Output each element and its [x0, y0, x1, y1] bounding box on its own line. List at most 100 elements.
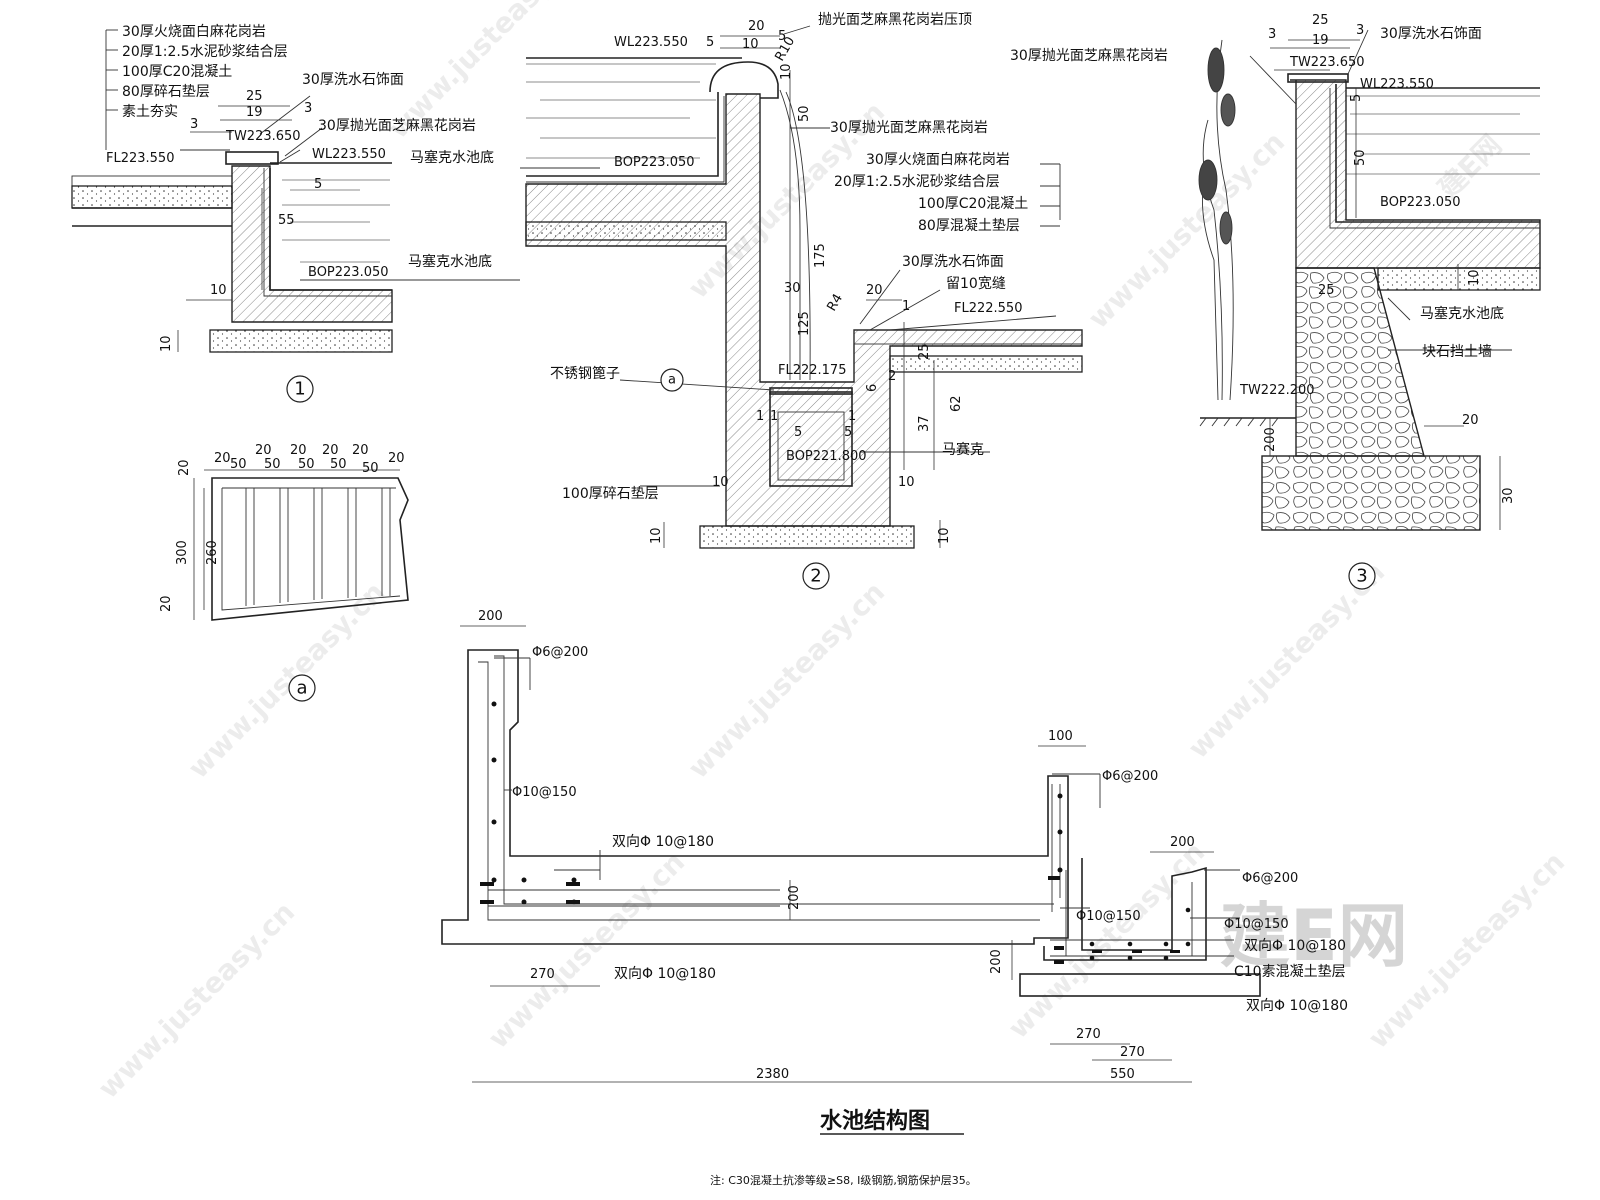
- s1-level-tw: TW223.650: [225, 129, 301, 144]
- st-dim-270a: 270: [1076, 1027, 1101, 1042]
- a-dim-2: 20: [255, 443, 272, 458]
- s3-dim-25b: 25: [1318, 283, 1335, 298]
- s1-dim-25: 25: [246, 89, 263, 104]
- a-dim-8: 20: [352, 443, 369, 458]
- s3-level-tw: TW223.650: [1289, 55, 1365, 70]
- s2-layer-1: 30厚火烧面白麻花岗岩: [866, 152, 1010, 168]
- s2-detail-ref: a: [668, 373, 676, 388]
- watermark-site: www.justeasy.cn: [1082, 125, 1292, 335]
- a-dim-6: 20: [322, 443, 339, 458]
- s2-dim-r4: R4: [824, 292, 846, 314]
- st-dim-270b: 270: [1120, 1045, 1145, 1060]
- s3-dim-30: 30: [1501, 487, 1516, 504]
- s3-liner-label: 30厚抛光面芝麻黑花岗岩: [1010, 48, 1168, 64]
- s2-level-fl: FL222.550: [954, 301, 1022, 316]
- s2-dim-r10: R10: [772, 34, 798, 64]
- s1-cap-label: 30厚洗水石饰面: [302, 72, 404, 88]
- watermark-site: www.justeasy.cn: [482, 845, 692, 1055]
- s2-dim-20b: 20: [866, 283, 883, 298]
- a-dim-4: 20: [290, 443, 307, 458]
- s2-grate-label: 不锈钢篦子: [550, 366, 620, 382]
- a-dim-5: 50: [298, 457, 315, 472]
- s2-dim-20: 20: [748, 19, 765, 34]
- s2-dim-5c: 5: [794, 425, 802, 440]
- a-dim-3: 50: [264, 457, 281, 472]
- s2-layer-3: 100厚C20混凝土: [918, 196, 1028, 212]
- s2-liner-label: 30厚抛光面芝麻黑花岗岩: [830, 120, 988, 136]
- s1-dim-3a: 3: [190, 117, 198, 132]
- note-text: 注: C30混凝土抗渗等级≥S8, Ⅰ级钢筋,钢筋保护层35。: [710, 1173, 977, 1187]
- s3-dim-25: 25: [1312, 13, 1329, 28]
- s2-dim-10d: 10: [898, 475, 915, 490]
- section-3: 30厚洗水石饰面 30厚抛光面芝麻黑花岗岩 马塞克水池底 块石挡土墙 TW223…: [1010, 13, 1541, 590]
- section-1: 30厚火烧面白麻花岗岩 20厚1:2.5水泥砂浆结合层 100厚C20混凝土 8…: [71, 24, 520, 403]
- s2-dim-50: 50: [797, 105, 812, 122]
- s2-level-bop: BOP223.050: [614, 155, 695, 170]
- s3-wall-label: 块石挡土墙: [1422, 344, 1492, 360]
- s2-dim-5b: 5: [778, 29, 786, 44]
- s1-dim-10a: 10: [210, 283, 227, 298]
- watermark-short: 建E网: [1432, 128, 1508, 204]
- s2-dim-10b: 10: [779, 63, 794, 80]
- st-slab-thk: 200: [787, 885, 802, 910]
- s1-dim-19: 19: [246, 105, 263, 120]
- st-step-thk: 200: [989, 949, 1004, 974]
- st-left-rebar-top: Φ6@200: [532, 645, 588, 660]
- s2-dim-1b: 1: [756, 409, 764, 424]
- s2-coping-label: 抛光面芝麻黑花岗岩压顶: [818, 12, 972, 28]
- s2-dim-125: 125: [797, 311, 812, 336]
- s2-dim-30: 30: [784, 281, 801, 296]
- s2-dim-1d: 1: [770, 409, 778, 424]
- s2-mosaic-label: 马赛克: [942, 442, 984, 458]
- st-step-slab: 双向Φ 10@180: [1244, 938, 1346, 954]
- a-dim-7: 50: [330, 457, 347, 472]
- structure-drawing: 200 Φ6@200 Φ10@150 双向Φ 10@180 双向Φ 10@180…: [441, 609, 1348, 1083]
- s2-gap-label: 留10宽缝: [946, 275, 1006, 292]
- a-side-260: 260: [205, 540, 220, 565]
- s2-layer-4: 80厚混凝土垫层: [918, 218, 1020, 234]
- s2-pool-bottom-label: 马塞克水池底: [410, 149, 494, 166]
- s1-dim-5: 5: [314, 177, 322, 192]
- s3-level-wl: WL223.550: [1360, 77, 1434, 92]
- s3-marker: 3: [1356, 566, 1367, 587]
- s3-level-tw2: TW222.200: [1239, 383, 1315, 398]
- st-dim-2380: 2380: [756, 1067, 789, 1082]
- s1-layer-2: 20厚1:2.5水泥砂浆结合层: [122, 44, 288, 60]
- s3-dim-3b: 3: [1356, 23, 1364, 38]
- s1-dim-55: 55: [278, 213, 295, 228]
- s3-dim-5: 5: [1349, 94, 1364, 102]
- s2-dim-10c: 10: [712, 475, 729, 490]
- watermark-site: www.justeasy.cn: [92, 895, 302, 1105]
- a-dim-0: 20: [214, 451, 231, 466]
- s1-level-fl: FL223.550: [106, 151, 174, 166]
- s2-dim-175: 175: [813, 243, 828, 268]
- s1-layer-5: 素土夯实: [122, 104, 178, 120]
- s2-marker-circle: [802, 562, 830, 590]
- s2-dim-2: 2: [888, 369, 896, 384]
- a-dim-10: 20: [388, 451, 405, 466]
- st-slab-top: 双向Φ 10@180: [612, 834, 714, 850]
- s1-layer-1: 30厚火烧面白麻花岗岩: [122, 24, 266, 40]
- s1-level-wl: WL223.550: [312, 147, 386, 162]
- st-left-top: 200: [478, 609, 503, 624]
- watermark-site: www.justeasy.cn: [682, 575, 892, 785]
- s2-level-fl2: FL222.175: [778, 363, 846, 378]
- s3-dim-10: 10: [1467, 269, 1482, 286]
- s3-dim-20: 20: [1462, 413, 1479, 428]
- s2-dim-1c: 1: [848, 409, 856, 424]
- s1-dim-3b: 3: [304, 101, 312, 116]
- a-marker-circle: [288, 674, 316, 702]
- s2-dim-5a: 5: [706, 35, 714, 50]
- s2-dim-62: 62: [949, 395, 964, 412]
- fountain-icon: [1198, 39, 1236, 401]
- a-side-20a: 20: [177, 459, 192, 476]
- s2-marker: 2: [810, 566, 821, 587]
- s1-layer-3: 100厚C20混凝土: [122, 64, 232, 80]
- st-step-top: 200: [1170, 835, 1195, 850]
- s1-marker-circle: [286, 375, 314, 403]
- s3-marker-circle: [1348, 562, 1376, 590]
- watermark-logo: 建E网: [1220, 895, 1408, 977]
- s2-dim-37: 37: [917, 415, 932, 432]
- s3-dim-3a: 3: [1268, 27, 1276, 42]
